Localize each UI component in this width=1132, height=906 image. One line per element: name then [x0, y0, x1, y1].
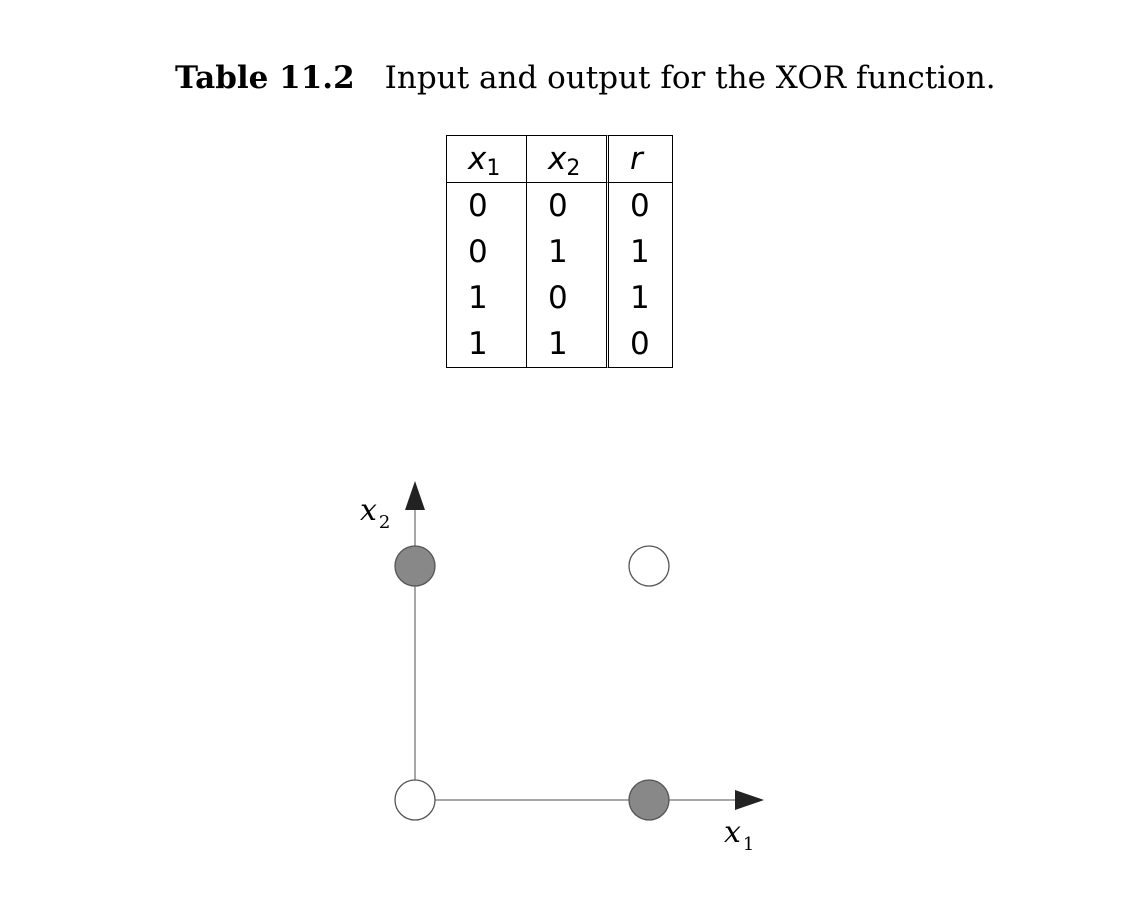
data-points [394, 545, 670, 821]
cell-x1: 1 [446, 321, 527, 368]
data-point-0-1 [394, 545, 436, 587]
data-point-1-0 [628, 779, 670, 821]
cell-r: 1 [609, 275, 673, 321]
header-r: r [609, 135, 673, 183]
table-header-row: x1 x2 r [446, 135, 673, 183]
table-row: 1 0 1 [446, 275, 673, 321]
header-x2: x2 [527, 135, 609, 183]
cell-x1: 1 [446, 275, 527, 321]
caption-label: Table 11.2 [175, 60, 355, 96]
table-row: 0 1 1 [446, 229, 673, 275]
data-point-0-0 [394, 779, 436, 821]
cell-x1: 0 [446, 229, 527, 275]
cell-x2: 1 [527, 321, 609, 368]
y-axis-arrow-icon [405, 481, 425, 510]
cell-x2: 0 [527, 275, 609, 321]
cell-x2: 1 [527, 229, 609, 275]
header-x1: x1 [446, 135, 527, 183]
cell-r: 0 [609, 183, 673, 229]
table-row: 1 1 0 [446, 321, 673, 368]
cell-x2: 0 [527, 183, 609, 229]
table-row: 0 0 0 [446, 183, 673, 229]
caption-text: Input and output for the XOR function. [384, 60, 996, 96]
x-axis-arrow-icon [735, 790, 764, 810]
cell-r: 0 [609, 321, 673, 368]
data-point-1-1 [628, 545, 670, 587]
cell-r: 1 [609, 229, 673, 275]
table-caption: Table 11.2 Input and output for the XOR f… [175, 58, 996, 98]
cell-x1: 0 [446, 183, 527, 229]
xor-truth-table: x1 x2 r 0 0 0 0 1 1 1 0 1 1 1 0 [446, 135, 673, 368]
